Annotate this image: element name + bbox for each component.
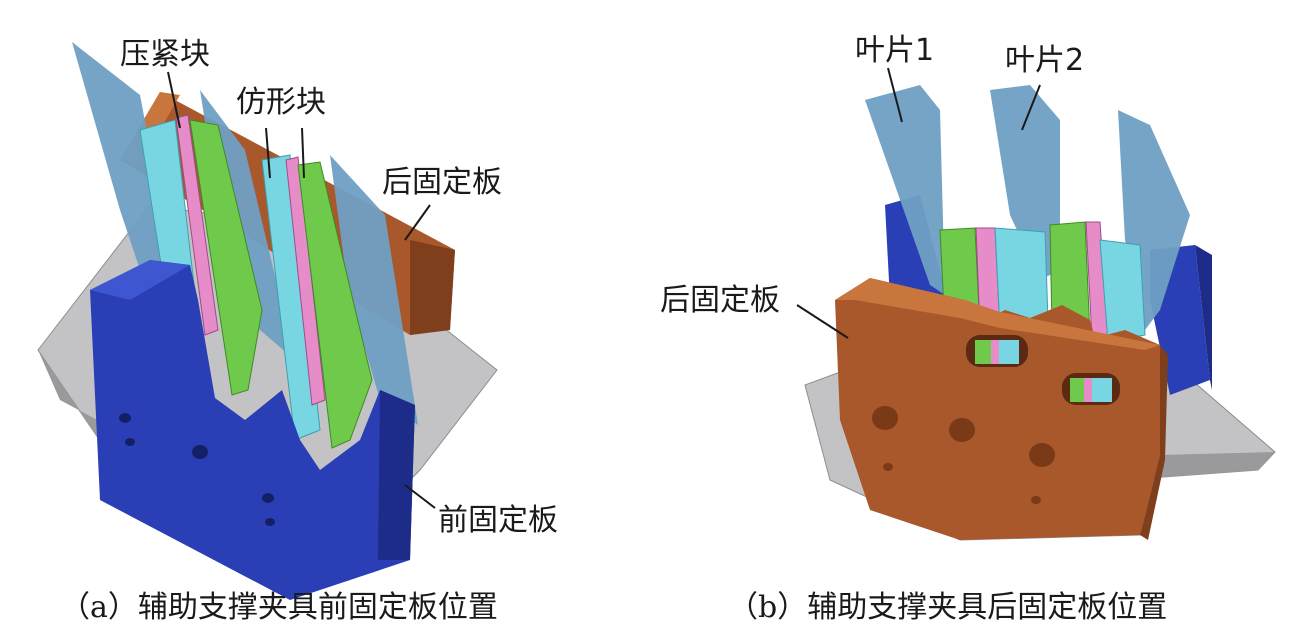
- label-rear-plate-a: 后固定板: [382, 165, 502, 200]
- label-profiling-block: 仿形块: [236, 85, 326, 120]
- label-blade-1: 叶片1: [855, 33, 934, 68]
- window-b-1-inner-cyan: [999, 340, 1019, 364]
- window-b-2-inner-cyan: [1092, 378, 1112, 402]
- blade-a-3: [330, 155, 418, 425]
- hole-a-2: [125, 438, 135, 446]
- front-plate-a: [90, 260, 415, 600]
- leader-profiling-block-1: [265, 127, 271, 179]
- hole-b-4: [883, 463, 893, 471]
- window-b-2-inner-pink: [1084, 378, 1092, 402]
- hole-b-2: [949, 418, 975, 442]
- label-pressing-block: 压紧块: [120, 37, 210, 72]
- cyan-block-a-2: [261, 154, 321, 441]
- leader-pressing-block: [167, 71, 181, 129]
- hole-b-3: [1029, 443, 1055, 467]
- pink-block-a-2: [285, 156, 326, 406]
- hole-a-5: [265, 518, 275, 526]
- leader-rear-plate-b: [796, 304, 849, 339]
- label-blade-2: 叶片2: [1005, 43, 1084, 78]
- front-plate-b-right-side: [1195, 245, 1212, 390]
- label-rear-plate-b: 后固定板: [660, 283, 780, 318]
- green-block-a-2: [297, 161, 373, 449]
- base-plate-b-side: [1150, 452, 1275, 478]
- label-front-plate-a: 前固定板: [438, 503, 558, 538]
- rear-plate-a-side: [410, 240, 455, 335]
- blade-b-2: [990, 85, 1060, 280]
- caption-b: （b）辅助支撑夹具后固定板位置: [728, 590, 1167, 625]
- hole-a-4: [262, 493, 274, 503]
- rear-plate-b: [835, 278, 1160, 540]
- panel-a: 压紧块 仿形块 后固定板 前固定板 （a）辅助支撑夹具前固定板位置: [37, 37, 558, 625]
- panel-b: 叶片1 叶片2 后固定板 （b）辅助支撑夹具后固定板位置: [660, 33, 1276, 625]
- window-b-1-inner-green: [975, 340, 991, 364]
- hole-a-3: [192, 445, 208, 459]
- green-block-a-1: [189, 119, 263, 396]
- caption-a: （a）辅助支撑夹具前固定板位置: [60, 590, 498, 625]
- leader-profiling-block-2: [301, 127, 305, 179]
- leader-rear-plate-a: [404, 204, 431, 241]
- leader-blade-1: [887, 67, 903, 123]
- leader-front-plate-a: [404, 484, 436, 509]
- window-b-2-inner-green: [1070, 378, 1084, 402]
- window-b-1-inner-pink: [991, 340, 999, 364]
- rear-plate-b-side: [1140, 345, 1168, 540]
- hole-b-1: [872, 406, 898, 430]
- front-plate-a-top: [90, 260, 190, 300]
- hole-a-1: [119, 413, 131, 423]
- pink-block-a-1: [175, 114, 219, 336]
- front-plate-a-side: [378, 390, 415, 560]
- hole-b-5: [1031, 496, 1041, 504]
- blade-a-1: [72, 42, 185, 330]
- blade-b-1: [865, 85, 945, 295]
- rear-plate-b-top: [835, 278, 1160, 350]
- cyan-block-b-2: [1099, 239, 1146, 343]
- leader-blade-2: [1021, 84, 1041, 131]
